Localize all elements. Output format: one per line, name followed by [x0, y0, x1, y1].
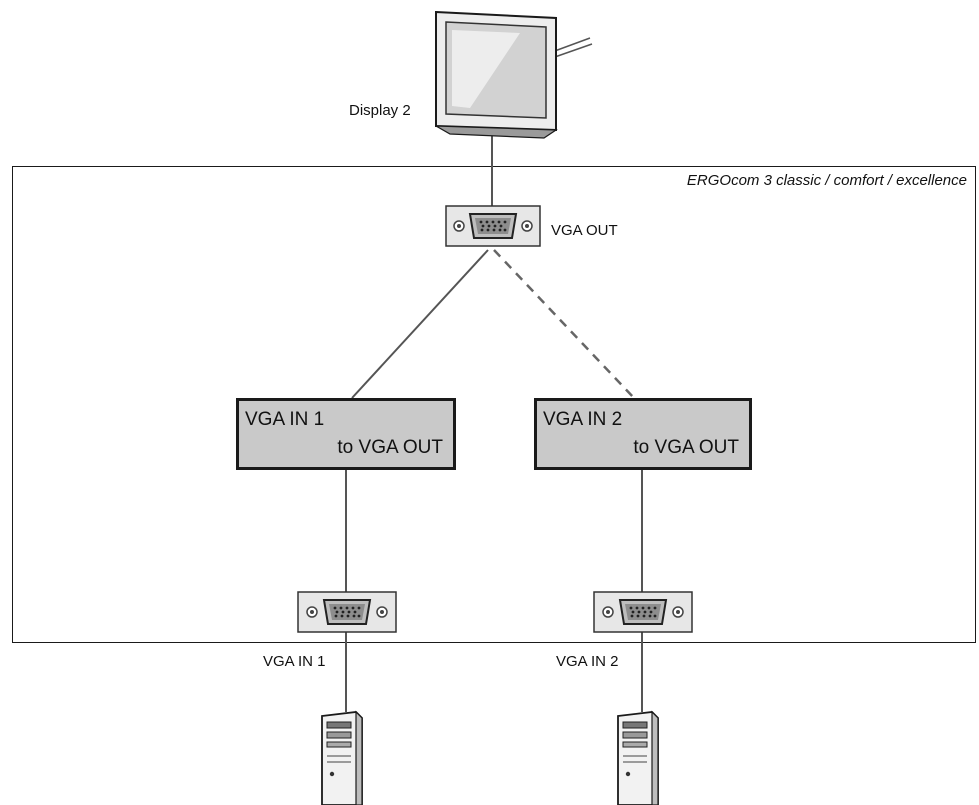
switch-box-line2: to VGA OUT — [633, 437, 739, 458]
monitor-icon — [435, 10, 593, 139]
vga-out-connector — [445, 205, 541, 247]
switch-box-in2: VGA IN 2 to VGA OUT — [534, 398, 752, 470]
connection-in1-to-out — [351, 249, 489, 399]
connection-in2-to-out — [493, 249, 635, 399]
display-label: Display 2 — [349, 102, 411, 119]
switch-box-line1: VGA IN 1 — [245, 409, 325, 430]
vga-out-label: VGA OUT — [551, 222, 618, 239]
computer-tower-icon — [617, 710, 659, 805]
vga-in-2-label: VGA IN 2 — [556, 653, 619, 670]
switch-box-in1: VGA IN 1 to VGA OUT — [236, 398, 456, 470]
vga-in-2-connector — [593, 591, 693, 633]
switch-box-line1: VGA IN 2 — [543, 409, 623, 430]
computer-tower-icon — [321, 710, 363, 805]
device-name: ERGOcom 3 classic / comfort / excellence — [686, 172, 967, 189]
vga-in-1-connector — [297, 591, 397, 633]
switch-box-line2: to VGA OUT — [337, 437, 443, 458]
vga-in-1-label: VGA IN 1 — [263, 653, 326, 670]
